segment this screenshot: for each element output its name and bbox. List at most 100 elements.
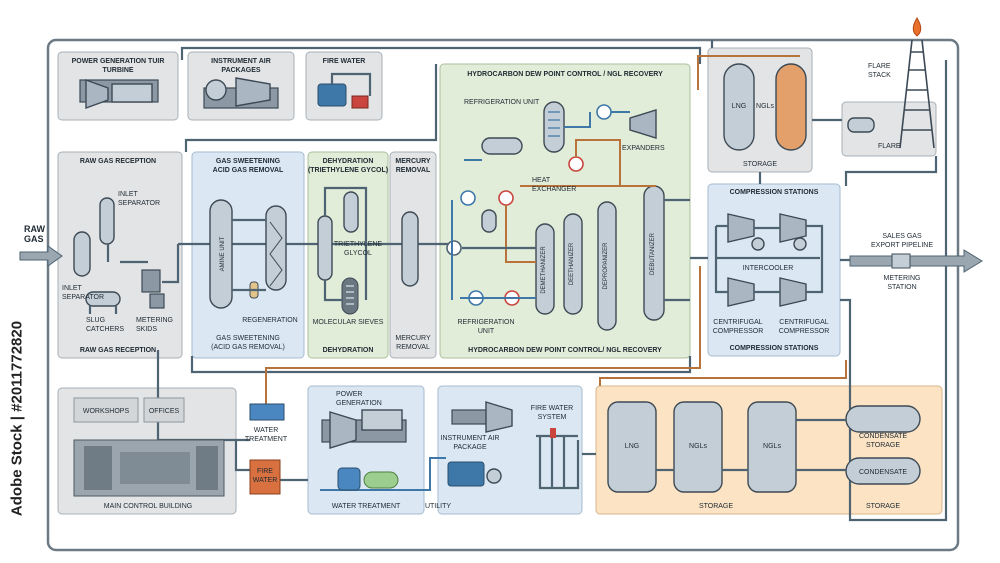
fractionation-columns (535, 185, 665, 331)
compressor-package-icon (203, 77, 279, 109)
refrigeration-coil (543, 101, 565, 153)
fire-water-system-icon (536, 428, 580, 490)
workshops-label: WORKSHOPS (83, 408, 130, 415)
fire-pump-icon (317, 72, 372, 109)
amine-absorber (209, 199, 233, 309)
ngl-title: HYDROCARBON DEW POINT CONTROL / NGL RECO… (467, 71, 663, 78)
gas-sweetening-bottom-title: GAS SWEETENING(ACID GAS REMOVAL) (211, 335, 285, 351)
regeneration-column (232, 205, 287, 299)
amine-unit-label: AMINE UNIT (220, 236, 226, 271)
depropanizer-label: DEPROPANIZER (603, 242, 609, 290)
demethanizer-label: DEMETHANIZER (541, 246, 547, 294)
main-control-building-label: MAIN CONTROL BUILDING (104, 503, 192, 510)
deethanizer-label: DEETHANIZER (569, 242, 575, 285)
fire-water-label: FIRE WATER (323, 58, 366, 65)
ngl-bottom-title: HYDROCARBON DEW POINT CONTROL/ NGL RECOV… (468, 347, 662, 354)
dehydration-bottom-title: DEHYDRATION (323, 347, 374, 354)
storage-bottom-title-left: STORAGE (699, 503, 733, 510)
molecular-sieves (323, 186, 368, 315)
ngl-tank-top (775, 63, 807, 151)
main-control-building-icon (73, 439, 225, 497)
watermark-text: Adobe Stock | #2011772820 (8, 320, 26, 517)
metering-station-box (891, 253, 911, 269)
instrument-air-pump (447, 461, 502, 487)
water-treatment-box (249, 403, 285, 421)
regeneration-label: REGENERATION (242, 317, 298, 324)
storage-top-title: STORAGE (743, 161, 777, 168)
instrument-air-turbine (451, 401, 513, 433)
refrigeration-unit-label: REFRIGERATION UNIT (464, 99, 540, 106)
raw-gas-reception-bottom-title: RAW GAS RECEPTION (80, 347, 156, 354)
ngls-bottom-2-label: NGLs (763, 443, 781, 450)
mercury-guard-bed (401, 211, 419, 287)
lng-bottom-label: LNG (625, 443, 639, 450)
intercooler-label: INTERCOOLER (743, 265, 794, 272)
compression-title: COMPRESSION STATIONS (730, 189, 819, 196)
power-generation-turbine (321, 409, 407, 449)
flare-stack-icon (899, 17, 935, 149)
turbine-icon (79, 79, 159, 109)
debutanizer-label: DEBUTANIZER (650, 232, 656, 275)
offices-label: OFFICES (149, 408, 180, 415)
dehydration-panel (307, 151, 389, 359)
flare-knockout (847, 117, 875, 133)
metering-skids (106, 244, 180, 309)
inlet-separator-left (73, 231, 91, 277)
condensate-label: CONDENSATE (859, 469, 907, 476)
workshops-box (73, 397, 139, 423)
sales-gas-outlet-arrow (849, 249, 983, 273)
inlet-separator-vertical (99, 197, 115, 245)
dehydration-title: DEHYDRATION(TRIETHYLENE GYCOL) (308, 158, 388, 174)
raw-gas-reception-title: RAW GAS RECEPTION (80, 158, 156, 165)
lng-tank-top (723, 63, 755, 151)
molecular-sieves-label: MOLECULAR SIEVES (313, 319, 384, 326)
expanders-label: EXPANDERS (622, 145, 665, 152)
compression-bottom-title: COMPRESSION STATIONS (730, 345, 819, 352)
storage-tanks-bottom (607, 401, 921, 493)
raw-gas-inlet-arrow (19, 245, 63, 267)
ngl-internal-pipes (451, 111, 690, 302)
bottom-water-treatment-label: WATER TREATMENT (332, 503, 401, 510)
glycol-contactor (317, 191, 359, 281)
bottom-utility-label: UTILITY (425, 503, 451, 510)
fire-water-box (249, 459, 281, 495)
storage-bottom-title-right: STORAGE (866, 503, 900, 510)
ngls-top-label: NGLs (756, 103, 774, 110)
gas-sweetening-panel (191, 151, 305, 359)
ngls-bottom-1-label: NGLs (689, 443, 707, 450)
lng-top-label: LNG (732, 103, 746, 110)
heat-exchanger-icon (446, 104, 612, 306)
water-treatment-units (337, 467, 399, 491)
small-drum (481, 209, 497, 233)
flare-label: FLARE (878, 143, 901, 150)
offices-box (143, 397, 185, 423)
slug-catchers (85, 291, 121, 314)
expander-icon (629, 109, 657, 139)
refrigeration-drum (481, 137, 523, 155)
